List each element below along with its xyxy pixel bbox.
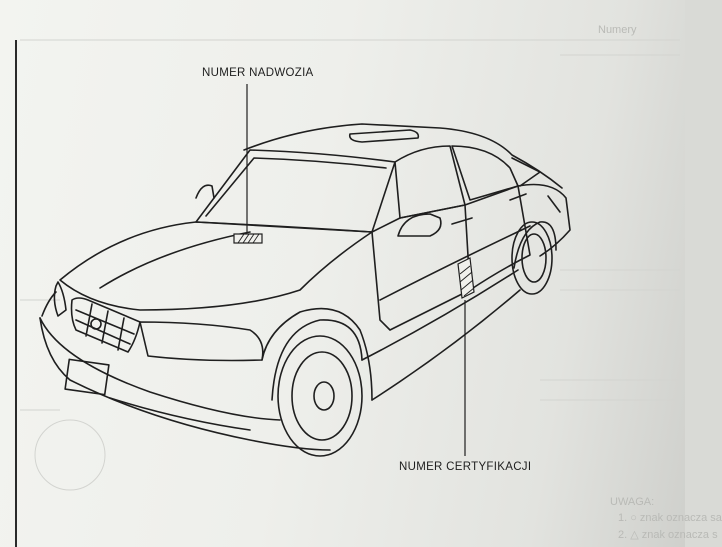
- front-wheel-arch: [271, 319, 363, 401]
- license-plate: [64, 358, 110, 396]
- rocker-panel: [361, 269, 519, 361]
- rear-side-window: [451, 145, 519, 201]
- certification-number-label: NUMER CERTYFIKACJI: [399, 461, 532, 473]
- hood: [59, 221, 373, 311]
- bleed-through-note-line-2: 2. △ znak oznacza s: [618, 529, 718, 541]
- hood-emblem-circle: [90, 318, 102, 330]
- rear-quarter: [517, 183, 571, 257]
- bleed-through-note-heading: UWAGA:: [610, 496, 655, 508]
- car-illustration: [39, 84, 571, 457]
- front-tire: [277, 335, 363, 457]
- rear-door-handle: [509, 193, 527, 201]
- bleed-through-lines: [0, 0, 685, 547]
- front-bumper: [39, 317, 331, 451]
- rear-door: [464, 185, 531, 291]
- roof-outline: [243, 123, 563, 189]
- front-door-handle: [451, 217, 473, 225]
- bleed-through-heading: Numery: [598, 24, 637, 36]
- sunroof: [348, 129, 420, 143]
- body-number-label: NUMER NADWOZIA: [202, 67, 314, 79]
- rear-wheel-arch: [513, 221, 557, 269]
- front-side-window: [394, 145, 466, 219]
- bleed-through-note-line-1: 1. ○ znak oznacza sa: [618, 512, 722, 524]
- rear-tire: [511, 221, 553, 295]
- front-rim: [291, 351, 353, 441]
- certification-label-marker: [457, 257, 475, 299]
- headlight-right: [139, 321, 264, 362]
- side-mirror: [397, 213, 442, 237]
- vin-plate-marker: [233, 233, 263, 244]
- page-margin-rule: [15, 40, 17, 547]
- front-fender: [261, 307, 373, 401]
- grille: [70, 297, 141, 353]
- headlight-left: [53, 281, 67, 317]
- side-molding: [379, 225, 531, 301]
